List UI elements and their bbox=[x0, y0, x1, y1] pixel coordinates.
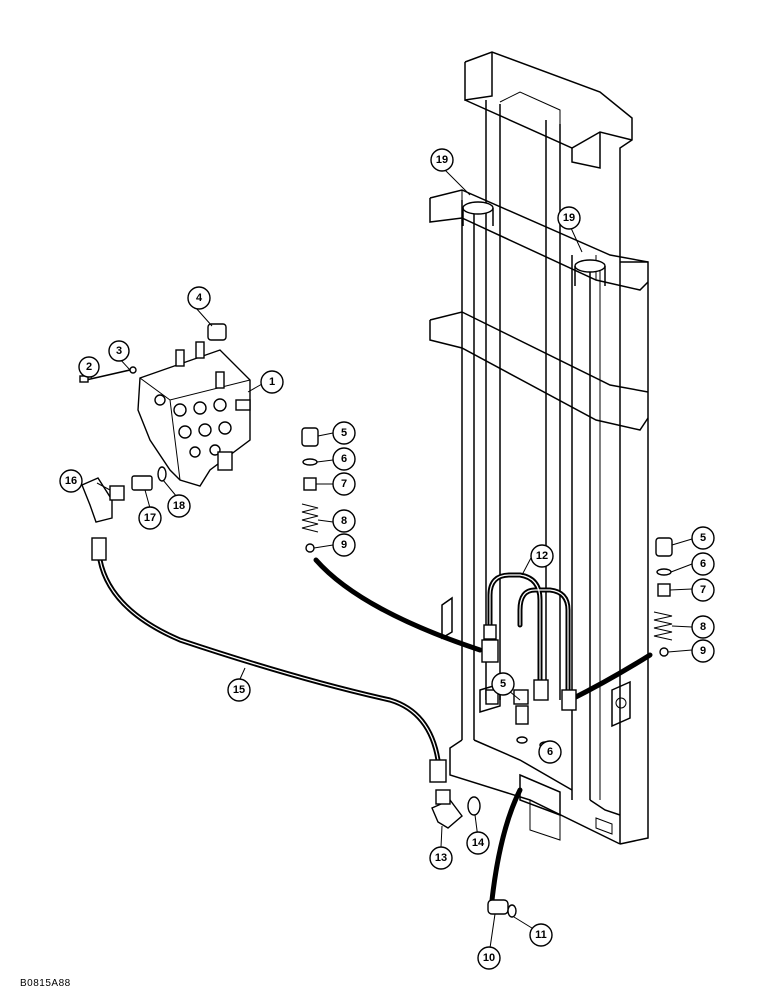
callout-6-left: 6 bbox=[332, 447, 356, 471]
callout-14: 14 bbox=[466, 831, 490, 855]
callout-label: 10 bbox=[483, 952, 495, 964]
callout-label: 16 bbox=[65, 475, 77, 487]
callout-18: 18 bbox=[167, 494, 191, 518]
right-stack-parts bbox=[653, 537, 673, 657]
callout-label: 12 bbox=[536, 550, 548, 562]
callout-label: 19 bbox=[436, 154, 448, 166]
callout-8-left: 8 bbox=[332, 509, 356, 533]
callout-label: 8 bbox=[341, 515, 347, 527]
callout-label: 6 bbox=[547, 746, 553, 758]
callout-6-right: 6 bbox=[691, 552, 715, 576]
callout-label: 6 bbox=[341, 453, 347, 465]
callout-label: 1 bbox=[269, 376, 275, 388]
callout-12: 12 bbox=[530, 544, 554, 568]
callout-label: 11 bbox=[535, 929, 547, 941]
callout-4: 4 bbox=[187, 286, 211, 310]
callout-label: 8 bbox=[700, 621, 706, 633]
hoses bbox=[97, 557, 653, 903]
callout-label: 7 bbox=[700, 584, 706, 596]
left-stack-parts bbox=[301, 427, 319, 553]
figure-code: B0815A88 bbox=[20, 978, 71, 989]
callout-7-left: 7 bbox=[332, 472, 356, 496]
leader-lines bbox=[90, 169, 693, 949]
callout-9-left: 9 bbox=[332, 533, 356, 557]
callout-label: 14 bbox=[472, 837, 485, 849]
callout-label: 15 bbox=[233, 684, 245, 696]
callout-label: 5 bbox=[700, 532, 706, 544]
callout-8-right: 8 bbox=[691, 615, 715, 639]
callout-label: 4 bbox=[196, 292, 203, 304]
callout-19-b: 19 bbox=[557, 206, 581, 230]
callout-9-right: 9 bbox=[691, 639, 715, 663]
callout-label: 5 bbox=[341, 427, 347, 439]
callout-label: 7 bbox=[341, 478, 347, 490]
callout-label: 2 bbox=[86, 361, 92, 373]
callout-7-right: 7 bbox=[691, 578, 715, 602]
callout-11: 11 bbox=[529, 923, 553, 947]
callout-19-a: 19 bbox=[430, 148, 454, 172]
callout-5-right: 5 bbox=[691, 526, 715, 550]
control-valve bbox=[79, 323, 251, 491]
callout-2: 2 bbox=[78, 356, 100, 378]
callout-13: 13 bbox=[429, 846, 453, 870]
callout-5-center: 5 bbox=[491, 672, 515, 696]
callout-3: 3 bbox=[108, 340, 130, 362]
callout-17: 17 bbox=[138, 506, 162, 530]
callout-label: 13 bbox=[435, 852, 447, 864]
callout-5-left: 5 bbox=[332, 421, 356, 445]
callout-label: 6 bbox=[700, 558, 706, 570]
callout-label: 5 bbox=[500, 678, 506, 690]
callout-label: 19 bbox=[563, 212, 575, 224]
callout-label: 9 bbox=[341, 539, 347, 551]
callout-label: 9 bbox=[700, 645, 706, 657]
callout-15: 15 bbox=[227, 678, 251, 702]
mast-assembly bbox=[429, 51, 649, 845]
mast-fittings bbox=[81, 477, 577, 918]
callout-label: 17 bbox=[144, 512, 156, 524]
callout-16: 16 bbox=[59, 469, 83, 493]
callout-6-center: 6 bbox=[538, 740, 562, 764]
callout-label: 18 bbox=[173, 500, 185, 512]
callout-label: 3 bbox=[116, 345, 122, 357]
callout-10: 10 bbox=[477, 946, 501, 970]
callout-1: 1 bbox=[260, 370, 284, 394]
